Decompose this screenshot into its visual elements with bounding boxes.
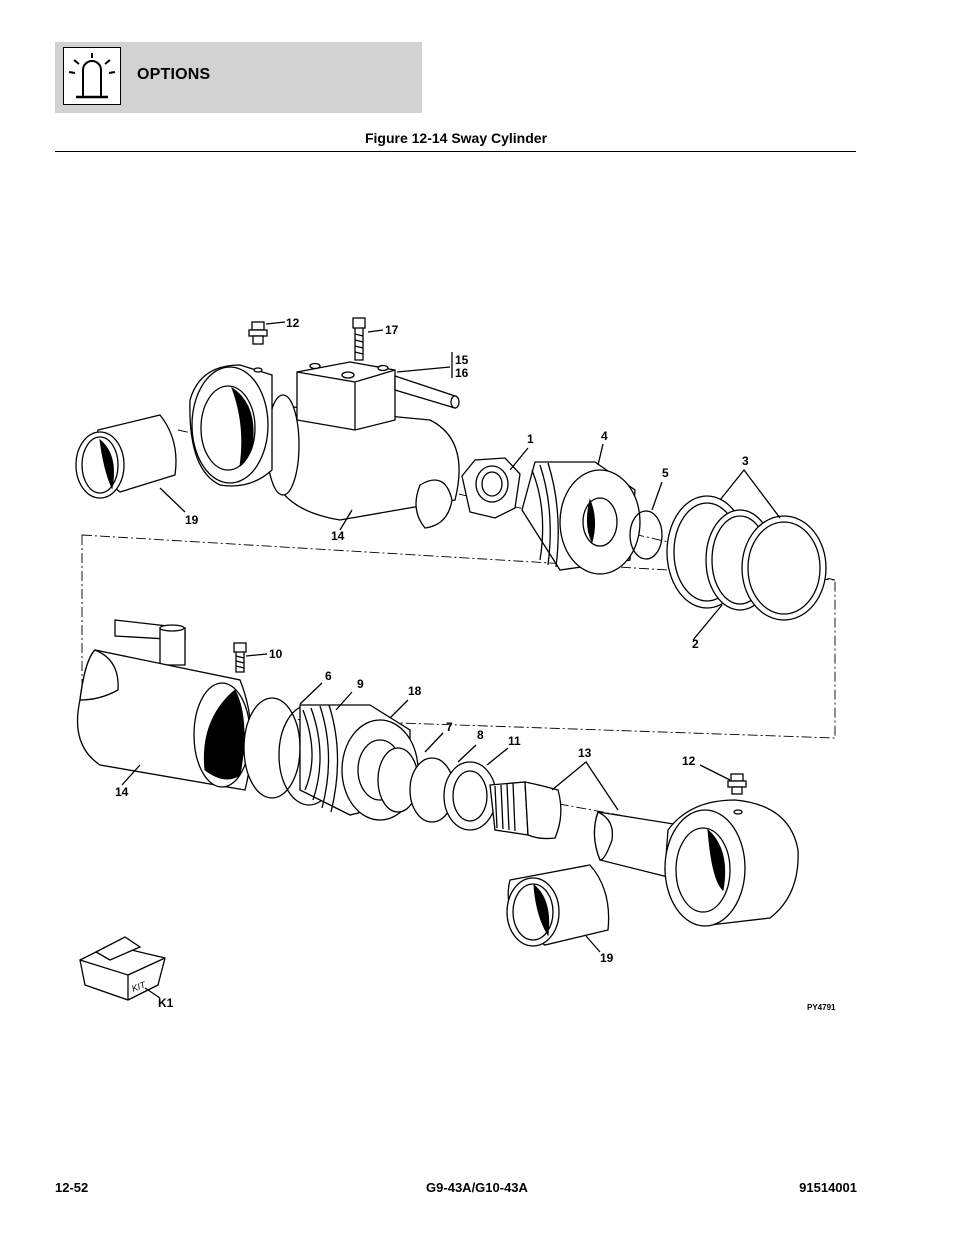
callout-11: 11 xyxy=(508,734,521,748)
divider-rule xyxy=(55,151,856,152)
seal-3b xyxy=(741,515,827,621)
callout-3: 3 xyxy=(742,454,749,468)
callout-1: 1 xyxy=(527,432,534,446)
callout-5: 5 xyxy=(662,466,669,480)
kit-box-icon: KIT xyxy=(79,936,166,1001)
wiper-11 xyxy=(443,761,497,831)
leader-lines xyxy=(121,321,781,999)
barrel-upper xyxy=(266,394,460,529)
rod-13 xyxy=(489,781,681,881)
footer-model: G9-43A/G10-43A xyxy=(426,1180,528,1195)
callout-14-lower: 14 xyxy=(115,785,129,799)
callout-k1: K1 xyxy=(158,996,174,1010)
footer-page-number: 12-52 xyxy=(55,1180,89,1195)
callout-4: 4 xyxy=(601,429,608,443)
callout-10: 10 xyxy=(269,647,283,661)
callout-12-lower: 12 xyxy=(682,754,696,768)
nut-1 xyxy=(461,457,521,519)
piston-4 xyxy=(521,461,641,575)
callout-19-lower: 19 xyxy=(600,951,614,965)
ring-6 xyxy=(243,697,301,799)
barrel-lower xyxy=(76,619,253,791)
grease-fitting-12-upper xyxy=(248,321,268,345)
bolt-10 xyxy=(233,642,247,673)
callout-7: 7 xyxy=(446,720,453,734)
callout-13: 13 xyxy=(578,746,592,760)
figure-title: Figure 12-14 Sway Cylinder xyxy=(364,130,548,146)
callout-16: 16 xyxy=(455,366,469,380)
callout-15: 15 xyxy=(455,353,469,367)
assembly-boundary xyxy=(81,534,836,739)
callout-6: 6 xyxy=(325,669,332,683)
callout-2: 2 xyxy=(692,637,699,651)
grease-fitting-12-lower xyxy=(727,773,747,795)
footer-part-number: 91514001 xyxy=(799,1180,857,1195)
callout-9: 9 xyxy=(357,677,364,691)
bushing-19-lower xyxy=(506,864,610,947)
callout-14-upper: 14 xyxy=(331,529,345,543)
bushing-19-upper xyxy=(75,414,177,499)
o-ring-5 xyxy=(629,510,663,560)
eye-end-upper xyxy=(189,364,273,487)
mount-block xyxy=(296,361,460,431)
section-title: OPTIONS xyxy=(137,66,211,83)
callout-18: 18 xyxy=(408,684,422,698)
callout-17: 17 xyxy=(385,323,399,337)
callout-12-upper: 12 xyxy=(286,316,300,330)
callout-19-upper: 19 xyxy=(185,513,199,527)
bolt-17 xyxy=(352,317,366,361)
callout-8: 8 xyxy=(477,728,484,742)
light-beacon-icon xyxy=(63,47,121,105)
kit-label: KIT xyxy=(130,979,148,994)
drawing-code: PY4791 xyxy=(807,1003,836,1012)
eye-end-lower xyxy=(664,799,799,927)
